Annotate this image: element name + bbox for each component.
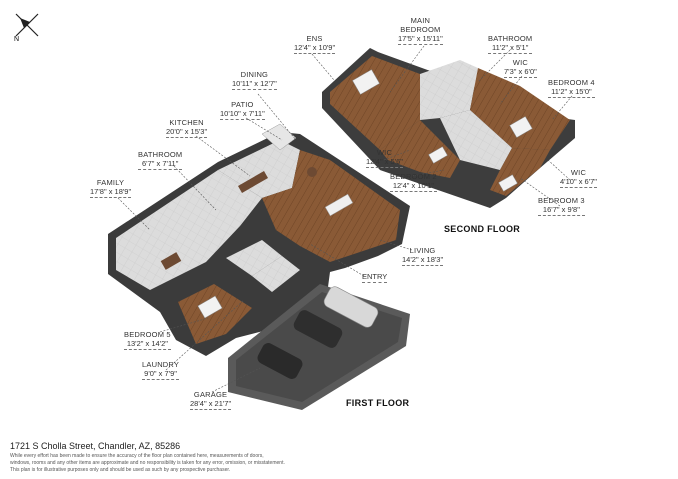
first-floor-title: FIRST FLOOR <box>346 398 410 408</box>
leader-lines <box>117 45 573 393</box>
disclaimer-line-2: windows, rooms and any other items are a… <box>10 460 285 466</box>
room-label-entry: ENTRY <box>362 272 388 283</box>
first-floor-plan <box>108 123 410 410</box>
property-address: 1721 S Cholla Street, Chandler, AZ, 8528… <box>10 441 181 451</box>
disclaimer-line-3: This plan is for illustrative purposes o… <box>10 467 231 473</box>
second-floor-plan <box>322 48 575 208</box>
disclaimer-line-1: While every effort has been made to ensu… <box>10 453 264 459</box>
second-floor-title: SECOND FLOOR <box>444 224 521 234</box>
compass-north-letter: N <box>14 36 19 42</box>
north-compass-icon: N <box>14 13 39 42</box>
